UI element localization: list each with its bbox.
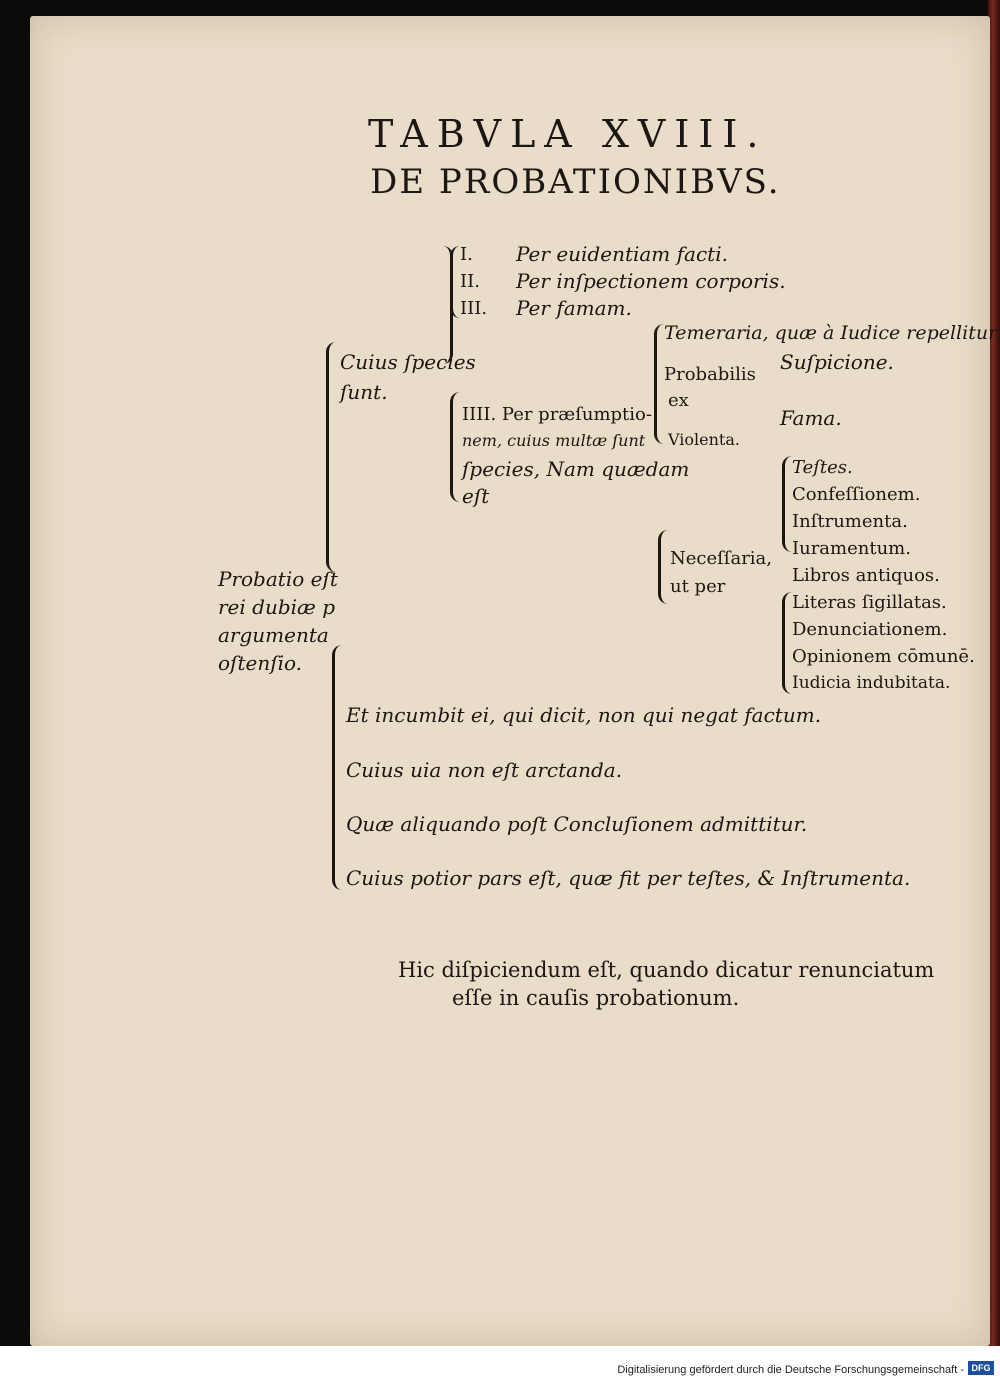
bracket-notes [332, 645, 345, 890]
bracket-praesumptio [450, 392, 461, 502]
kind-violenta: Violenta. [668, 430, 740, 449]
praesumptio-line-2: nem, cuius multæ ſunt [462, 431, 646, 450]
bracket-means-2 [782, 592, 793, 694]
means-item-6: Literas ſigillatas. [792, 592, 947, 613]
species-num-3: III. [460, 298, 488, 319]
means-item-7: Denunciationem. [792, 619, 948, 640]
means-item-2: Confeſſionem. [792, 484, 921, 505]
note-3: Quæ aliquando poſt Concluſionem admittit… [346, 812, 808, 836]
footnote-line-2: eſſe in cauſis probationum. [452, 986, 740, 1010]
bracket-species-items-open [450, 246, 461, 318]
kind-necessaria-1: Neceſſaria, [670, 548, 773, 569]
species-num-2: II. [460, 271, 480, 292]
bracket-necessaria [658, 530, 669, 604]
note-4: Cuius potior pars eſt, quæ fit per teſte… [346, 866, 911, 890]
species-label-2: ſunt. [340, 380, 388, 404]
kind-probabilis: Probabilis [664, 364, 756, 385]
means-item-5: Libros antiquos. [792, 565, 940, 586]
species-text-3: Per famam. [516, 296, 632, 320]
page-scan [30, 16, 990, 1346]
kind-temeraria: Temeraria, quæ à Iudice repellitur. [664, 322, 1000, 344]
bracket-means-1 [782, 456, 793, 552]
species-num-1: I. [460, 244, 473, 265]
bracket-species [326, 342, 339, 572]
footer-bar [0, 1346, 1000, 1378]
page-subtitle: DE PROBATIONIBVS. [370, 162, 781, 202]
root-line-4: oſtenſio. [218, 651, 303, 675]
praesumptio-line-3: ſpecies, Nam quædam [462, 457, 690, 481]
bracket-kinds [654, 324, 665, 444]
dfg-logo-icon: DFG [968, 1361, 994, 1375]
book-edge [988, 0, 1000, 1346]
means-item-3: Inſtrumenta. [792, 511, 908, 532]
means-item-4: Iuramentum. [792, 538, 911, 559]
species-label-1: Cuius ſpecies [340, 350, 476, 374]
note-1: Et incumbit ei, qui dicit, non qui negat… [346, 703, 822, 727]
kind-necessaria-2: ut per [670, 576, 726, 597]
praesumptio-line-1: IIII. Per præſumptio- [462, 404, 652, 425]
page-title: TABVLA XVIII. [368, 112, 768, 156]
note-2: Cuius uia non eſt arctanda. [346, 758, 623, 782]
kind-suspicione: Suſpicione. [780, 350, 894, 374]
means-item-8: Opinionem cōmunē. [792, 646, 975, 667]
kind-ex: ex [668, 390, 689, 411]
footnote-line-1: Hic diſpiciendum eſt, quando dicatur ren… [398, 958, 935, 982]
praesumptio-line-4: eſt [462, 484, 490, 508]
species-text-2: Per inſpectionem corporis. [516, 269, 786, 293]
root-line-1: Probatio eſt [218, 567, 338, 591]
means-item-9: Iudicia indubitata. [792, 673, 951, 693]
root-line-3: argumenta [218, 623, 329, 647]
footer-credit: Digitalisierung gefördert durch die Deut… [617, 1364, 964, 1376]
root-line-2: rei dubiæ p [218, 595, 335, 619]
species-text-1: Per euidentiam facti. [516, 242, 728, 266]
kind-fama: Fama. [780, 406, 842, 430]
means-item-1: Teſtes. [792, 457, 853, 478]
